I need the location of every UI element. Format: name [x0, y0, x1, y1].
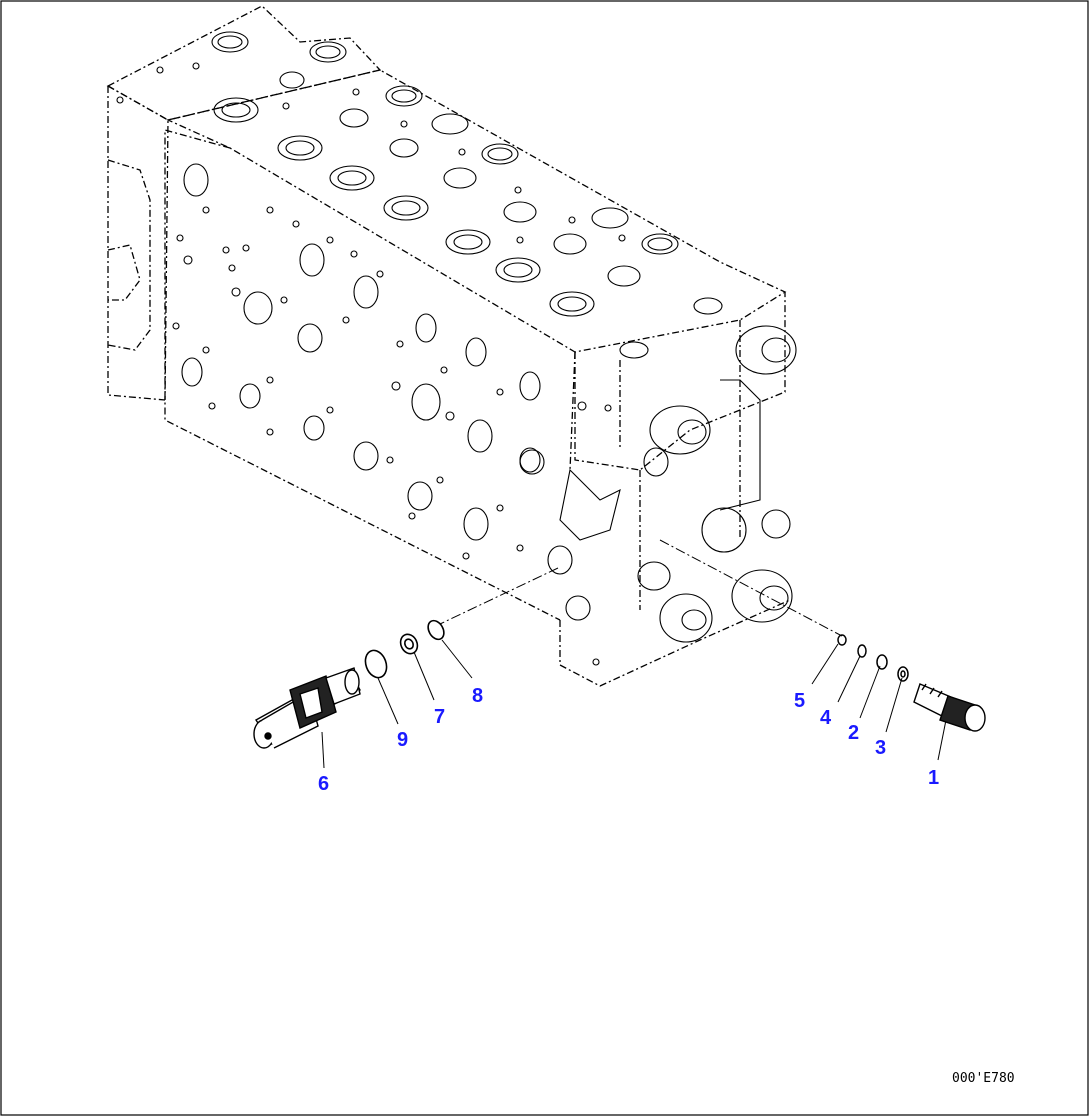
control-valve-body	[106, 5, 791, 687]
callout-4: 4	[820, 707, 832, 729]
ring-part-3	[897, 666, 909, 682]
callout-1: 1	[928, 767, 939, 789]
callout-7: 7	[434, 706, 445, 728]
ring-part-5	[837, 634, 847, 646]
callout-2: 2	[848, 722, 859, 744]
callout-6: 6	[318, 773, 329, 795]
callout-3: 3	[875, 737, 886, 759]
callout-labels: 1 2 3 4 5 6 7 8 9	[318, 685, 939, 795]
ring-part-2	[876, 654, 888, 670]
plug-part-1	[913, 683, 986, 732]
callout-9: 9	[397, 729, 408, 751]
backup-ring-part-7	[399, 633, 419, 655]
callout-5: 5	[794, 690, 805, 712]
drawing-id: 000'E780	[952, 1071, 1015, 1086]
valve-assembly-part-6	[253, 667, 361, 749]
valve-ports	[116, 31, 797, 666]
callout-8: 8	[472, 685, 483, 707]
o-ring-part-8	[427, 619, 445, 641]
o-ring-part-9	[364, 649, 388, 679]
leader-lines	[321, 539, 947, 769]
ring-part-4	[857, 644, 867, 658]
